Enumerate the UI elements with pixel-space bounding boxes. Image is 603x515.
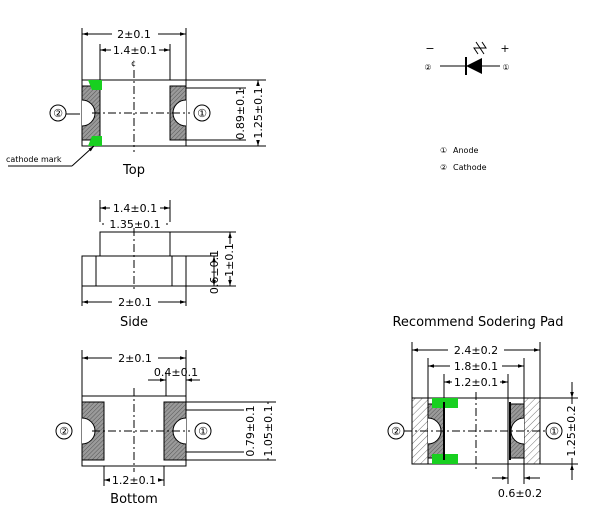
bottom-width-dim: 2±0.1: [118, 352, 152, 365]
pad-pin-left: ②: [391, 425, 401, 438]
top-pin-right: ①: [197, 107, 207, 120]
pad-inner-dim: 1.2±0.1: [454, 376, 498, 389]
pad-width-dim: 0.6±0.2: [498, 487, 542, 500]
pad-height-dim: 1.25±0.2: [565, 405, 578, 456]
svg-text:¢: ¢: [131, 59, 136, 68]
diode-triangle-icon: [466, 58, 482, 74]
top-width-dim: 2±0.1: [117, 28, 151, 41]
bottom-pin-left: ②: [59, 425, 69, 438]
bottom-inner-height-dim: 0.79±0.1: [244, 405, 257, 456]
side-bottom-width-dim: 2±0.1: [118, 296, 152, 309]
symbol-pin-right: ①: [502, 63, 509, 72]
solder-pad-view: Recommend Sodering Pad 2.4±0.2 1.8±0.1 1…: [387, 315, 578, 500]
top-inner-dim: 1.4±0.1: [113, 44, 157, 57]
top-view: 2±0.1 1.4±0.1 ¢ 1.25±0.1 0.89±0.1: [6, 27, 266, 178]
side-view-label: Side: [120, 315, 148, 330]
bottom-view-label: Bottom: [110, 492, 158, 507]
bottom-view: 2±0.1 0.4±0.1 1.05±0.1 0.79±0.1 1.2±0.1 …: [55, 350, 276, 507]
bottom-inner-dim: 1.2±0.1: [112, 474, 156, 487]
side-top-inner-dim: 1.35±0.1: [109, 218, 160, 231]
side-top-width-dim: 1.4±0.1: [113, 202, 157, 215]
symbol-minus: −: [425, 42, 434, 55]
bottom-height-dim: 1.05±0.1: [262, 405, 275, 456]
top-view-label: Top: [122, 163, 145, 178]
symbol-pin-left: ②: [424, 63, 431, 72]
pad-pin-right: ①: [549, 425, 559, 438]
top-inner-height-dim: 0.89±0.1: [234, 88, 247, 139]
cathode-mark-top: [88, 80, 102, 90]
pad-middle-dim: 1.8±0.1: [454, 360, 498, 373]
top-height-dim: 1.25±0.1: [252, 87, 265, 138]
diode-symbol: − + ② ① ① Anode ② Cathode: [424, 41, 510, 172]
cathode-mark-bottom: [88, 136, 102, 146]
legend-text-cathode: Cathode: [453, 163, 487, 172]
light-arrow-icon: [473, 41, 481, 55]
side-height-dim-1: 0.6±0.1: [208, 250, 221, 294]
legend-num-2: ②: [440, 163, 447, 172]
symbol-plus: +: [500, 42, 509, 55]
cathode-mark-label: cathode mark: [6, 155, 62, 164]
side-height-dim-2: 1±0.1: [223, 243, 236, 277]
legend-text-anode: Anode: [453, 146, 479, 155]
pad-outer-dim: 2.4±0.2: [454, 344, 498, 357]
top-pin-left: ②: [53, 107, 63, 120]
legend-num-1: ①: [440, 146, 447, 155]
bottom-pin-right: ①: [198, 425, 208, 438]
solder-pad-title: Recommend Sodering Pad: [392, 315, 563, 330]
bottom-pad-width-dim: 0.4±0.1: [154, 366, 198, 379]
side-view: 1.4±0.1 1.35±0.1 2±0.1 0.6±0.1 1±0.1 Sid…: [81, 200, 236, 330]
